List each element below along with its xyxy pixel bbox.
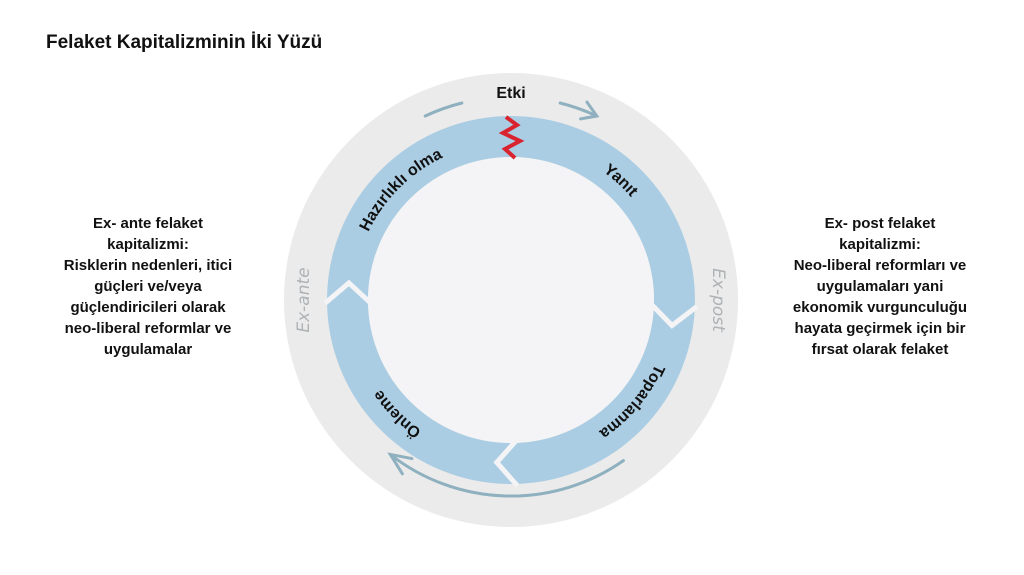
ex-ante-description: Ex- ante felaket kapitalizmi: Risklerin … (18, 213, 278, 360)
arrow-left-icon (387, 452, 625, 498)
notch (650, 303, 699, 329)
text-line: uygulamaları yani (816, 278, 944, 295)
segment-notches (323, 279, 699, 488)
impact-label: Etki (496, 85, 525, 102)
arrow-right-icon (558, 100, 600, 121)
text-line: kapitalizmi: (839, 236, 921, 253)
text-line: güçlendiricileri olarak (70, 299, 226, 316)
notch (323, 279, 372, 306)
text-line: uygulamalar (103, 341, 193, 358)
text-line: Neo-liberal reformları ve (793, 257, 967, 274)
text-line: güçleri ve/veya (94, 278, 202, 295)
text-line: neo-liberal reformlar ve (64, 320, 232, 337)
text-line: Risklerin nedenleri, itici (63, 257, 233, 274)
lightning-icon (498, 115, 525, 160)
inner-disc (368, 157, 654, 443)
text-line: Ex- post felaket (824, 215, 936, 232)
ex-ante-label: Ex-ante (294, 267, 314, 332)
text-line: Ex- ante felaket (92, 215, 204, 232)
text-line: ekonomik vurgunculuğu (792, 299, 968, 316)
notch (493, 439, 520, 488)
text-line: hayata geçirmek için bir (794, 320, 966, 337)
ex-post-label: Ex-post (708, 268, 728, 333)
text-line: kapitalizmi: (107, 236, 189, 253)
arc-dash (423, 101, 464, 118)
text-line: fırsat olarak felaket (811, 341, 949, 358)
page-title: Felaket Kapitalizminin İki Yüzü (46, 32, 323, 53)
ex-post-description: Ex- post felaket kapitalizmi: Neo-libera… (750, 213, 1010, 360)
